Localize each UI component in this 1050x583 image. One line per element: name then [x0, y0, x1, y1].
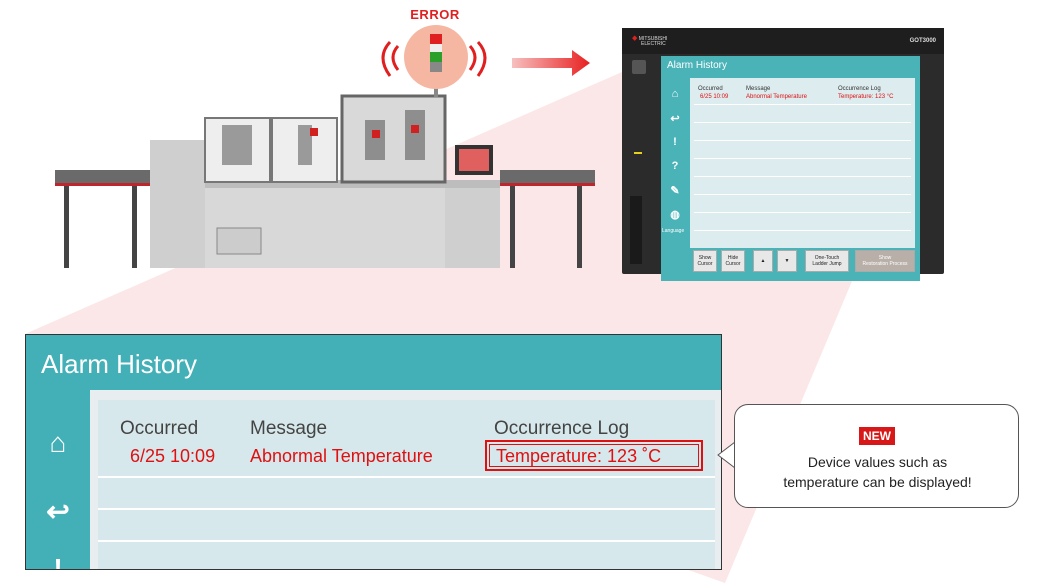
cell-3 — [340, 94, 447, 184]
hmi-screen: Alarm History ⌂ ↩ ! ? ✎ ◍ Language Occur… — [661, 56, 920, 281]
alert-icon[interactable]: ! — [673, 136, 677, 148]
hmi-slot — [630, 196, 642, 264]
hmi-val-log: Temperature: 123 °C — [838, 94, 894, 100]
hmi-col-occurred: Occurred — [698, 86, 723, 92]
hmi-device: ◆ MITSUBISHI ELECTRIC GOT3000 Alarm Hist… — [622, 28, 944, 281]
globe-icon[interactable]: ◍ — [670, 209, 680, 221]
down-button[interactable]: ▼ — [777, 250, 797, 272]
highlight-box-inner — [489, 444, 699, 467]
val-message[interactable]: Abnormal Temperature — [250, 446, 433, 466]
arrow-right — [512, 50, 590, 76]
wrench-icon[interactable]: ✎ — [670, 185, 680, 197]
val-occurrence-log[interactable]: Temperature: 123 ˚C — [496, 446, 662, 466]
hmi-top-bar: ◆ MITSUBISHI ELECTRIC GOT3000 — [622, 28, 944, 54]
new-badge: NEW — [859, 427, 895, 445]
col-occurred: Occurred — [120, 418, 199, 439]
home-icon[interactable]: ⌂ — [671, 88, 679, 100]
back-icon[interactable]: ↩ — [670, 113, 680, 125]
alarm-table-frame: Occurred Message Occurrence Log 6/25 10:… — [90, 390, 721, 569]
callout-text: Device values such as temperature can be… — [783, 454, 972, 490]
up-button[interactable]: ▲ — [753, 250, 773, 272]
hmi-col-message: Message — [746, 86, 771, 92]
alert-icon[interactable]: ! — [53, 553, 63, 570]
machine-side-right — [445, 180, 500, 268]
alarm-table: Occurred Message Occurrence Log 6/25 10:… — [98, 400, 715, 569]
hmi-alarm-table: Occurred Message Occurrence Log 6/25 10:… — [690, 78, 915, 248]
val-occurred[interactable]: 6/25 10:09 — [130, 446, 216, 466]
highlight-box — [485, 440, 703, 471]
machine-side-left — [150, 140, 205, 268]
mitsubishi-logo-icon: ◆ — [632, 35, 638, 42]
help-icon[interactable]: ? — [671, 160, 679, 172]
home-icon[interactable]: ⌂ — [49, 427, 67, 458]
left-conveyor — [55, 170, 150, 268]
alarm-history-panel: Alarm History ⌂ ↩ ! Occurred Message Occ… — [25, 334, 722, 570]
hmi-title: Alarm History — [667, 60, 728, 71]
hmi-nav: ⌂ ↩ ! ? ✎ ◍ Language — [661, 78, 690, 248]
callout-bubble: NEW Device values such as temperature ca… — [734, 404, 1019, 508]
hmi-col-log: Occurrence Log — [838, 86, 881, 92]
language-label[interactable]: Language — [662, 228, 685, 234]
hmi-val-message: Abnormal Temperature — [746, 94, 807, 100]
hmi-model: GOT3000 — [909, 38, 936, 44]
hmi-power-button[interactable] — [632, 60, 646, 74]
machine-base — [205, 180, 445, 268]
hmi-val-occurred: 6/25 10:09 — [700, 94, 729, 100]
col-message: Message — [250, 418, 328, 439]
hmi-led-icon — [634, 152, 642, 154]
right-conveyor — [500, 170, 595, 268]
hmi-brand: ◆ MITSUBISHI ELECTRIC — [632, 35, 668, 47]
error-label: ERROR — [410, 7, 460, 22]
col-occurrence-log: Occurrence Log — [494, 418, 630, 439]
page-title: Alarm History — [41, 349, 198, 379]
machine-drawer — [216, 227, 262, 255]
back-icon[interactable]: ↩ — [46, 496, 70, 527]
